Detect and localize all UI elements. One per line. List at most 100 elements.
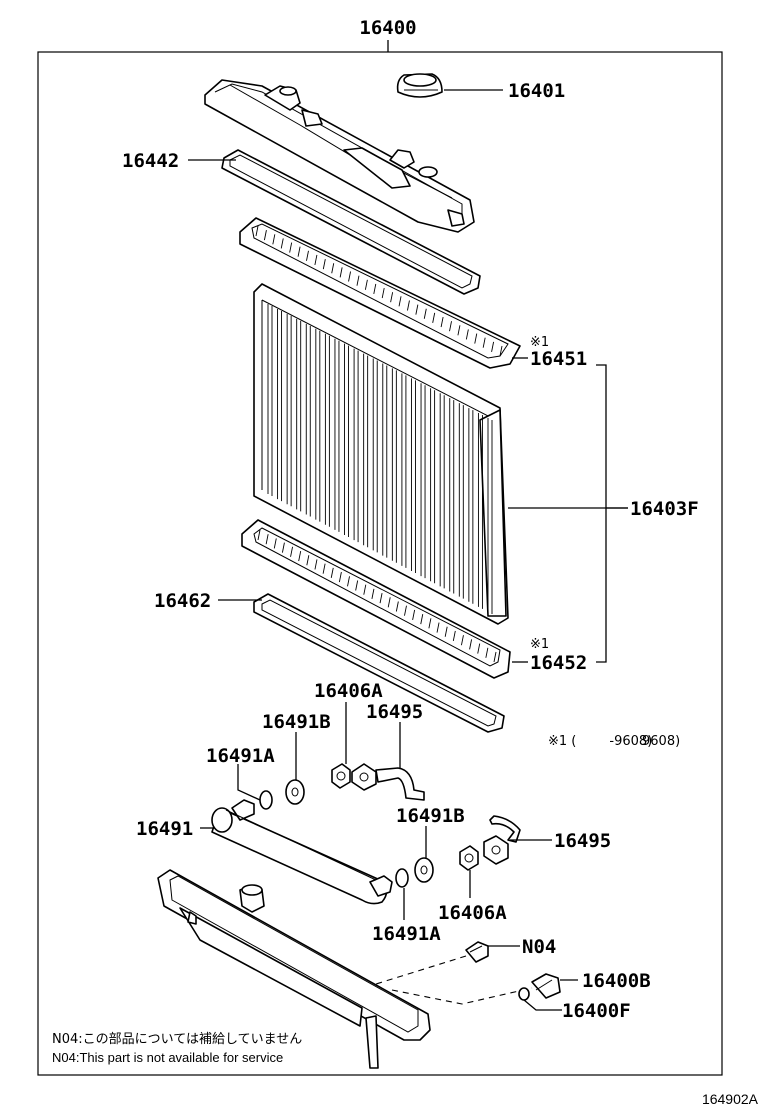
- header-tooth: [469, 639, 473, 650]
- label-16495-right: 16495: [554, 830, 611, 852]
- header-tooth: [493, 651, 497, 663]
- label-16491B-left: 16491B: [262, 711, 331, 733]
- header-tooth: [331, 263, 335, 274]
- header-tooth: [290, 546, 293, 557]
- header-tooth: [420, 614, 424, 625]
- hose-fitting-16495-right: [483, 815, 521, 865]
- header-tooth: [347, 576, 350, 587]
- assembly-frame: [37, 51, 723, 1076]
- label-16491B-right: 16491B: [396, 805, 465, 827]
- header-tooth: [465, 329, 469, 340]
- header-tooth: [298, 550, 302, 562]
- header-tooth: [381, 287, 385, 299]
- header-tooth: [440, 316, 444, 328]
- label-16462: 16462: [154, 590, 211, 612]
- lower-gasket: [253, 593, 505, 733]
- header-tooth: [289, 242, 293, 253]
- header-tooth: [273, 538, 277, 549]
- header-tooth: [297, 246, 301, 257]
- header-tooth: [444, 626, 448, 637]
- oring-16491A-left: [259, 790, 273, 810]
- header-tooth: [363, 584, 367, 595]
- header-tooth: [355, 580, 359, 591]
- label-16491A-bottom: 16491A: [372, 923, 441, 945]
- figure-code: 164902A: [702, 1091, 759, 1107]
- label-16495-top: 16495: [366, 701, 423, 723]
- washer-16491B-left: [285, 779, 305, 805]
- header-tooth: [314, 559, 318, 570]
- label-16403F: 16403F: [630, 498, 699, 520]
- header-tooth: [322, 259, 326, 270]
- header-tooth: [338, 571, 342, 583]
- header-tooth: [432, 312, 436, 323]
- label-16491A-left: 16491A: [206, 745, 275, 767]
- header-tooth: [306, 250, 309, 261]
- label-16451: 16451: [530, 348, 587, 370]
- nut-16406A-bottom: [459, 845, 479, 871]
- header-tooth: [371, 588, 375, 599]
- oring-16491A-bottom: [395, 868, 409, 888]
- label-16401: 16401: [508, 80, 565, 102]
- dash-N04: [375, 955, 467, 985]
- header-tooth: [499, 345, 503, 357]
- label-16491: 16491: [136, 818, 193, 840]
- footnote-en: N04:This part is not available for servi…: [52, 1050, 283, 1065]
- radiator-cap: [396, 73, 443, 98]
- header-tooth: [428, 618, 432, 629]
- header-tooth: [477, 643, 481, 654]
- upper-tank: [204, 79, 475, 233]
- header-tooth: [306, 555, 310, 566]
- header-tooth: [314, 254, 318, 266]
- header-tooth: [482, 337, 486, 348]
- header-tooth: [474, 333, 478, 344]
- header-tooth: [415, 304, 419, 315]
- drain-plug-N04: [465, 941, 489, 963]
- upper-gasket: [221, 149, 481, 295]
- applicability-note-year: 9608): [642, 734, 680, 749]
- header-tooth: [263, 230, 267, 241]
- bracket-core-group: [596, 364, 607, 663]
- leader-16400F: [523, 999, 562, 1011]
- header-tooth: [457, 325, 461, 336]
- lower-header-plate: [241, 519, 511, 679]
- label-16406A-top: 16406A: [314, 680, 383, 702]
- header-tooth: [255, 225, 259, 237]
- header-tooth: [265, 534, 269, 545]
- header-tooth: [348, 271, 351, 282]
- label-16406A-bottom: 16406A: [438, 902, 507, 924]
- leader-16491A-left: [237, 764, 261, 801]
- header-tooth: [280, 238, 284, 249]
- header-tooth: [330, 567, 334, 578]
- applicability-note: ※1 ( -9608): [548, 734, 652, 749]
- header-tooth: [423, 308, 427, 319]
- header-tooth: [404, 605, 407, 616]
- header-tooth: [373, 283, 377, 295]
- radiator-core: [253, 283, 509, 625]
- label-16400B: 16400B: [582, 970, 651, 992]
- upper-header-plate: [239, 217, 521, 369]
- header-tooth: [257, 529, 261, 541]
- oil-cooler-pipe: [211, 799, 393, 905]
- header-tooth: [449, 321, 452, 332]
- header-tooth: [356, 275, 360, 286]
- lower-tank: [157, 869, 431, 1069]
- header-tooth: [390, 292, 394, 303]
- header-tooth: [379, 593, 383, 604]
- header-tooth: [461, 635, 464, 646]
- header-tooth: [387, 597, 391, 608]
- mark-1-lower: ※1: [530, 637, 549, 652]
- header-tooth: [491, 341, 495, 352]
- footnote-jp: N04:この部品については補給していません: [52, 1032, 302, 1047]
- nut-16406A-top: [331, 763, 351, 789]
- header-tooth: [407, 300, 410, 311]
- header-tooth: [322, 563, 326, 574]
- header-tooth: [272, 234, 276, 245]
- header-tooth: [412, 609, 416, 621]
- header-tooth: [452, 630, 456, 642]
- header-tooth: [485, 647, 489, 658]
- header-tooth: [395, 601, 399, 612]
- gasket-16400F: [518, 987, 530, 1001]
- header-tooth: [436, 622, 440, 633]
- label-N04: N04: [522, 936, 556, 958]
